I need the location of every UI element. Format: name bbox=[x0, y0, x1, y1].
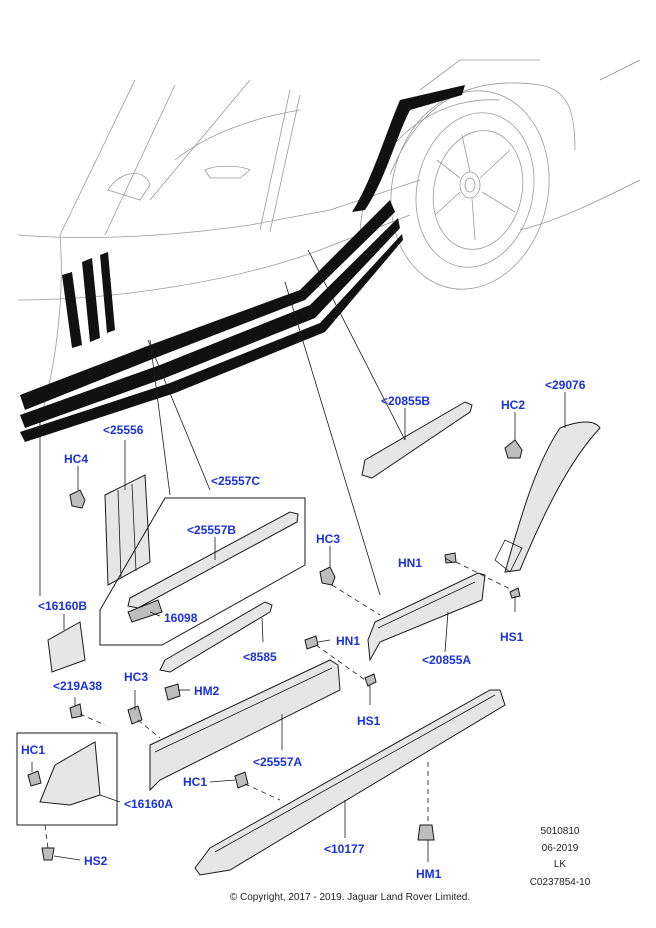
callout-219a38: <219A38 bbox=[53, 679, 102, 693]
panel-16160b bbox=[47, 621, 86, 673]
inset-box-16160a bbox=[16, 732, 118, 826]
wheel bbox=[390, 90, 550, 290]
strip-8585 bbox=[159, 601, 273, 673]
moulding-20855a bbox=[367, 572, 486, 662]
callout-hn1-upper: HN1 bbox=[398, 556, 422, 570]
ref-date: 06-2019 bbox=[542, 843, 579, 854]
ref-illustration-id: C0237854-10 bbox=[530, 877, 591, 888]
callout-hc3-upper: HC3 bbox=[316, 532, 340, 546]
callout-16098: 16098 bbox=[164, 611, 198, 625]
arch-moulding-29076 bbox=[504, 421, 601, 573]
bottom-moulding-10177 bbox=[194, 689, 506, 876]
callout-16160b: <16160B bbox=[38, 599, 87, 613]
callout-8585: <8585 bbox=[243, 650, 277, 664]
vehicle-outline bbox=[17, 59, 641, 421]
callout-10177: <10177 bbox=[324, 842, 365, 856]
callout-25557c: <25557C bbox=[211, 474, 260, 488]
callout-20855a: <20855A bbox=[422, 653, 471, 667]
copyright-notice: © Copyright, 2017 - 2019. Jaguar Land Ro… bbox=[230, 892, 470, 903]
callout-hc3-lower: HC3 bbox=[124, 670, 148, 684]
sill-moulding-25557a bbox=[149, 659, 341, 792]
callout-hc1-inset: HC1 bbox=[21, 743, 45, 757]
callout-hm1: HM1 bbox=[416, 867, 442, 881]
callout-25556: <25556 bbox=[103, 423, 144, 437]
callout-16160a: <16160A bbox=[124, 797, 173, 811]
callout-hn1-lower: HN1 bbox=[336, 634, 360, 648]
ref-code: LK bbox=[554, 859, 567, 870]
callout-hs1-upper: HS1 bbox=[500, 630, 524, 644]
callout-29076: <29076 bbox=[545, 378, 586, 392]
callout-hc4: HC4 bbox=[64, 452, 88, 466]
fasteners bbox=[27, 439, 523, 861]
callout-hs1-lower: HS1 bbox=[357, 714, 381, 728]
callout-hs2: HS2 bbox=[84, 854, 108, 868]
callout-20855b: <20855B bbox=[381, 394, 430, 408]
callout-hm2: HM2 bbox=[194, 684, 220, 698]
callout-hc2: HC2 bbox=[501, 398, 525, 412]
moulding-20855b bbox=[361, 401, 473, 479]
callout-25557b: <25557B bbox=[187, 523, 236, 537]
box-25557c bbox=[99, 497, 306, 646]
ref-number: 5010810 bbox=[541, 826, 580, 837]
callout-25557a: <25557A bbox=[253, 755, 302, 769]
leader-lines bbox=[31, 249, 566, 862]
body-stripes bbox=[20, 85, 465, 442]
applique-25556 bbox=[104, 474, 151, 586]
callout-hc1: HC1 bbox=[183, 775, 207, 789]
